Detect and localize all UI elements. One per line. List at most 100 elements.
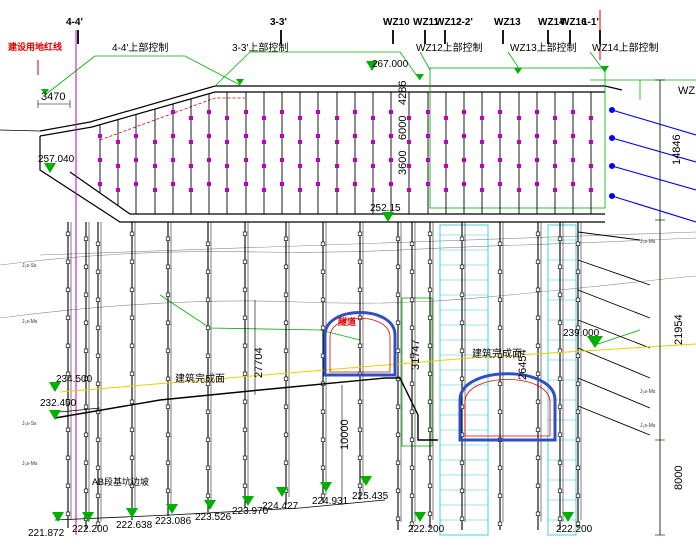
elevation-marker [82, 512, 94, 522]
section-mark-label: WZ14 [538, 17, 565, 28]
anchor-head [316, 158, 320, 162]
anchor-head [426, 158, 430, 162]
anchor-head [409, 241, 415, 246]
anchor-head [65, 427, 71, 432]
anchor-head [395, 460, 401, 465]
anchor-head [244, 182, 248, 186]
anchor-head [557, 404, 563, 409]
control-label: WZ14上部控制 [592, 41, 659, 54]
section-mark-label: WZ13 [494, 17, 521, 28]
anchor-head [165, 376, 171, 381]
anchor-head [462, 110, 466, 114]
anchor-head [589, 188, 593, 192]
tunnel-left-inner [329, 318, 391, 373]
anchor-head [535, 182, 539, 186]
anchor-head [459, 376, 465, 381]
anchor-head [407, 140, 411, 144]
anchor-head [553, 188, 557, 192]
anchor-head [242, 371, 248, 376]
anchor-head [395, 516, 401, 521]
anchor-head [283, 264, 289, 269]
anchor-head [225, 116, 229, 120]
anchor-head [98, 134, 102, 138]
anchor-head [65, 315, 71, 320]
anchor-head [357, 399, 363, 404]
bottom-elevation-label: 221.872 [28, 528, 65, 539]
anchor-head [589, 164, 593, 168]
anchor-head [189, 140, 193, 144]
blue-anchors [608, 106, 696, 223]
dim-deep: 31747 [410, 339, 422, 370]
anchor-head [497, 409, 503, 414]
anchor-head [165, 292, 171, 297]
anchor-head [557, 292, 563, 297]
anchor-head [517, 116, 521, 120]
anchor-head [444, 140, 448, 144]
anchor-head [427, 259, 433, 264]
anchor-head [535, 287, 541, 292]
anchor-head [535, 315, 541, 320]
anchor-head [95, 297, 101, 302]
excavation-line [54, 377, 438, 441]
anchor-head [498, 134, 502, 138]
anchor-head [165, 432, 171, 437]
anchor-head [497, 241, 503, 246]
anchor-head [409, 353, 415, 358]
anchor-head [535, 371, 541, 376]
dimension-labels: 3470 14846 21954 8000 27704 10000 6000 3… [41, 81, 695, 490]
anchor-head [571, 134, 575, 138]
anchor-head [83, 264, 89, 269]
anchor-head [205, 241, 211, 246]
anchor-head [535, 399, 541, 404]
anchor-head [575, 437, 581, 442]
control-labels: 4-4'上部控制 3-3'上部控制 WZ12上部控制 WZ13上部控制 WZ14… [112, 41, 659, 54]
anchor-head [407, 164, 411, 168]
anchor-head [280, 182, 284, 186]
anchor-head [459, 516, 465, 521]
section-mark-label: WZ10 [383, 17, 410, 28]
tunnel-left [323, 311, 397, 377]
anchor-head [335, 188, 339, 192]
anchor-head [395, 348, 401, 353]
anchor-head [535, 134, 539, 138]
anchor-head [409, 297, 415, 302]
anchor-head [395, 432, 401, 437]
anchor-head [242, 483, 248, 488]
anchor-head [357, 259, 363, 264]
anchor-head [83, 460, 89, 465]
bottom-elevation-label: 222.200 [556, 524, 593, 535]
anchor-head [205, 297, 211, 302]
anchor-head [65, 483, 71, 488]
anchor-head [83, 236, 89, 241]
elevation-marker [242, 496, 254, 506]
rock-label: J₃s-Ms [640, 389, 656, 395]
anchor-head [280, 158, 284, 162]
anchor-head [426, 134, 430, 138]
anchor-head [165, 488, 171, 493]
anchor-head [95, 353, 101, 358]
anchor-head [557, 264, 563, 269]
dim-center-c: 4286 [397, 81, 409, 105]
control-label: 4-4'上部控制 [112, 41, 168, 54]
elevation-marker [414, 512, 426, 522]
bottom-elevation-label: 223.086 [155, 516, 192, 527]
anchor-head [444, 164, 448, 168]
anchor-head [83, 376, 89, 381]
red-slope-line [99, 97, 245, 141]
anchor-head [553, 140, 557, 144]
section-mark-labels: 4-4' 3-3' WZ10 WZ11 WZ12 2-2' WZ13 WZ14 … [66, 17, 599, 28]
dimension-lines [37, 79, 665, 536]
anchor-head [427, 399, 433, 404]
anchor-head [395, 236, 401, 241]
anchor-head [389, 110, 393, 114]
anchor-head [153, 140, 157, 144]
anchor-head [320, 437, 326, 442]
anchor-head [459, 348, 465, 353]
anchor-head [205, 409, 211, 414]
rock-label: J₃s-Ms [22, 319, 38, 325]
bottom-elevation-label: 224.931 [312, 496, 349, 507]
anchor-head [320, 297, 326, 302]
anchor-head [357, 427, 363, 432]
anchor-head [134, 158, 138, 162]
soil-label: J₃s-Ss [22, 421, 37, 427]
